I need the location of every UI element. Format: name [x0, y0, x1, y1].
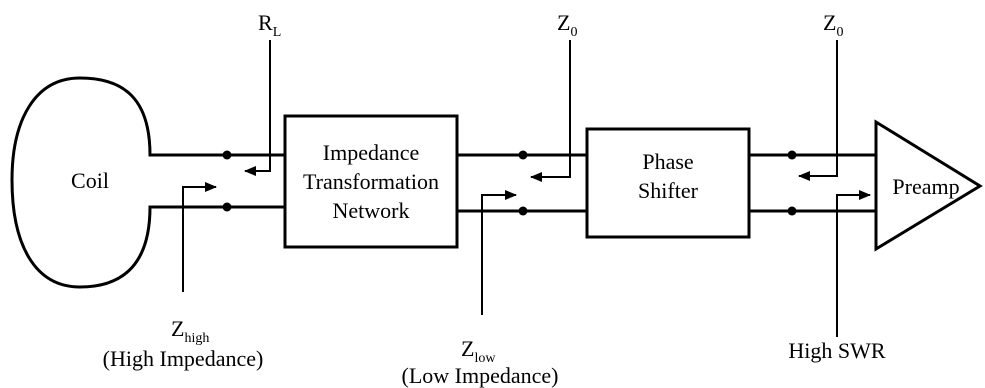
z-high-label: Zhigh — [171, 316, 209, 346]
rl-sub: L — [273, 25, 282, 40]
z-low-sub: low — [474, 351, 496, 366]
z-high-note: (High Impedance) — [103, 346, 264, 371]
coil-loop — [10, 76, 170, 289]
z-high-sub: high — [184, 331, 209, 346]
z0-first-main: Z — [557, 10, 570, 35]
impedance-network-block — [283, 114, 459, 249]
high-swr-arrow — [836, 190, 871, 337]
z-low-note: (Low Impedance) — [402, 363, 559, 388]
coil-label: Coil — [71, 168, 109, 193]
impedance-network-label-line1: Impedance — [323, 140, 420, 165]
z0-first-label: Z0 — [557, 10, 577, 40]
phase-shifter-label-line1: Phase — [642, 149, 693, 174]
rl-arrow — [244, 40, 271, 176]
rl-label: RL — [258, 10, 281, 40]
transmission-lines — [170, 153, 876, 213]
z0-first-arrow — [530, 40, 571, 182]
z0-second-arrow — [798, 40, 838, 181]
preamp-triangle — [874, 119, 983, 252]
z0-second-label: Z0 — [823, 10, 843, 40]
junction-dots — [222, 150, 797, 216]
z-low-label: Zlow — [461, 336, 496, 366]
z-low-main: Z — [461, 336, 474, 361]
impedance-arrows — [182, 40, 871, 337]
rl-main: R — [258, 10, 273, 35]
z-high-main: Z — [171, 316, 184, 341]
z-low-arrow — [481, 190, 517, 315]
z-high-arrow — [182, 182, 217, 292]
impedance-network-label-line3: Network — [333, 198, 410, 223]
phase-shifter-block — [585, 127, 751, 239]
preamp-label: Preamp — [892, 174, 959, 199]
z0-second-main: Z — [823, 10, 836, 35]
phase-shifter-label-line2: Shifter — [638, 178, 699, 203]
high-swr-label: High SWR — [788, 338, 886, 363]
impedance-network-label-line2: Transformation — [303, 169, 439, 194]
z0-first-sub: 0 — [570, 25, 577, 40]
z0-second-sub: 0 — [836, 25, 843, 40]
